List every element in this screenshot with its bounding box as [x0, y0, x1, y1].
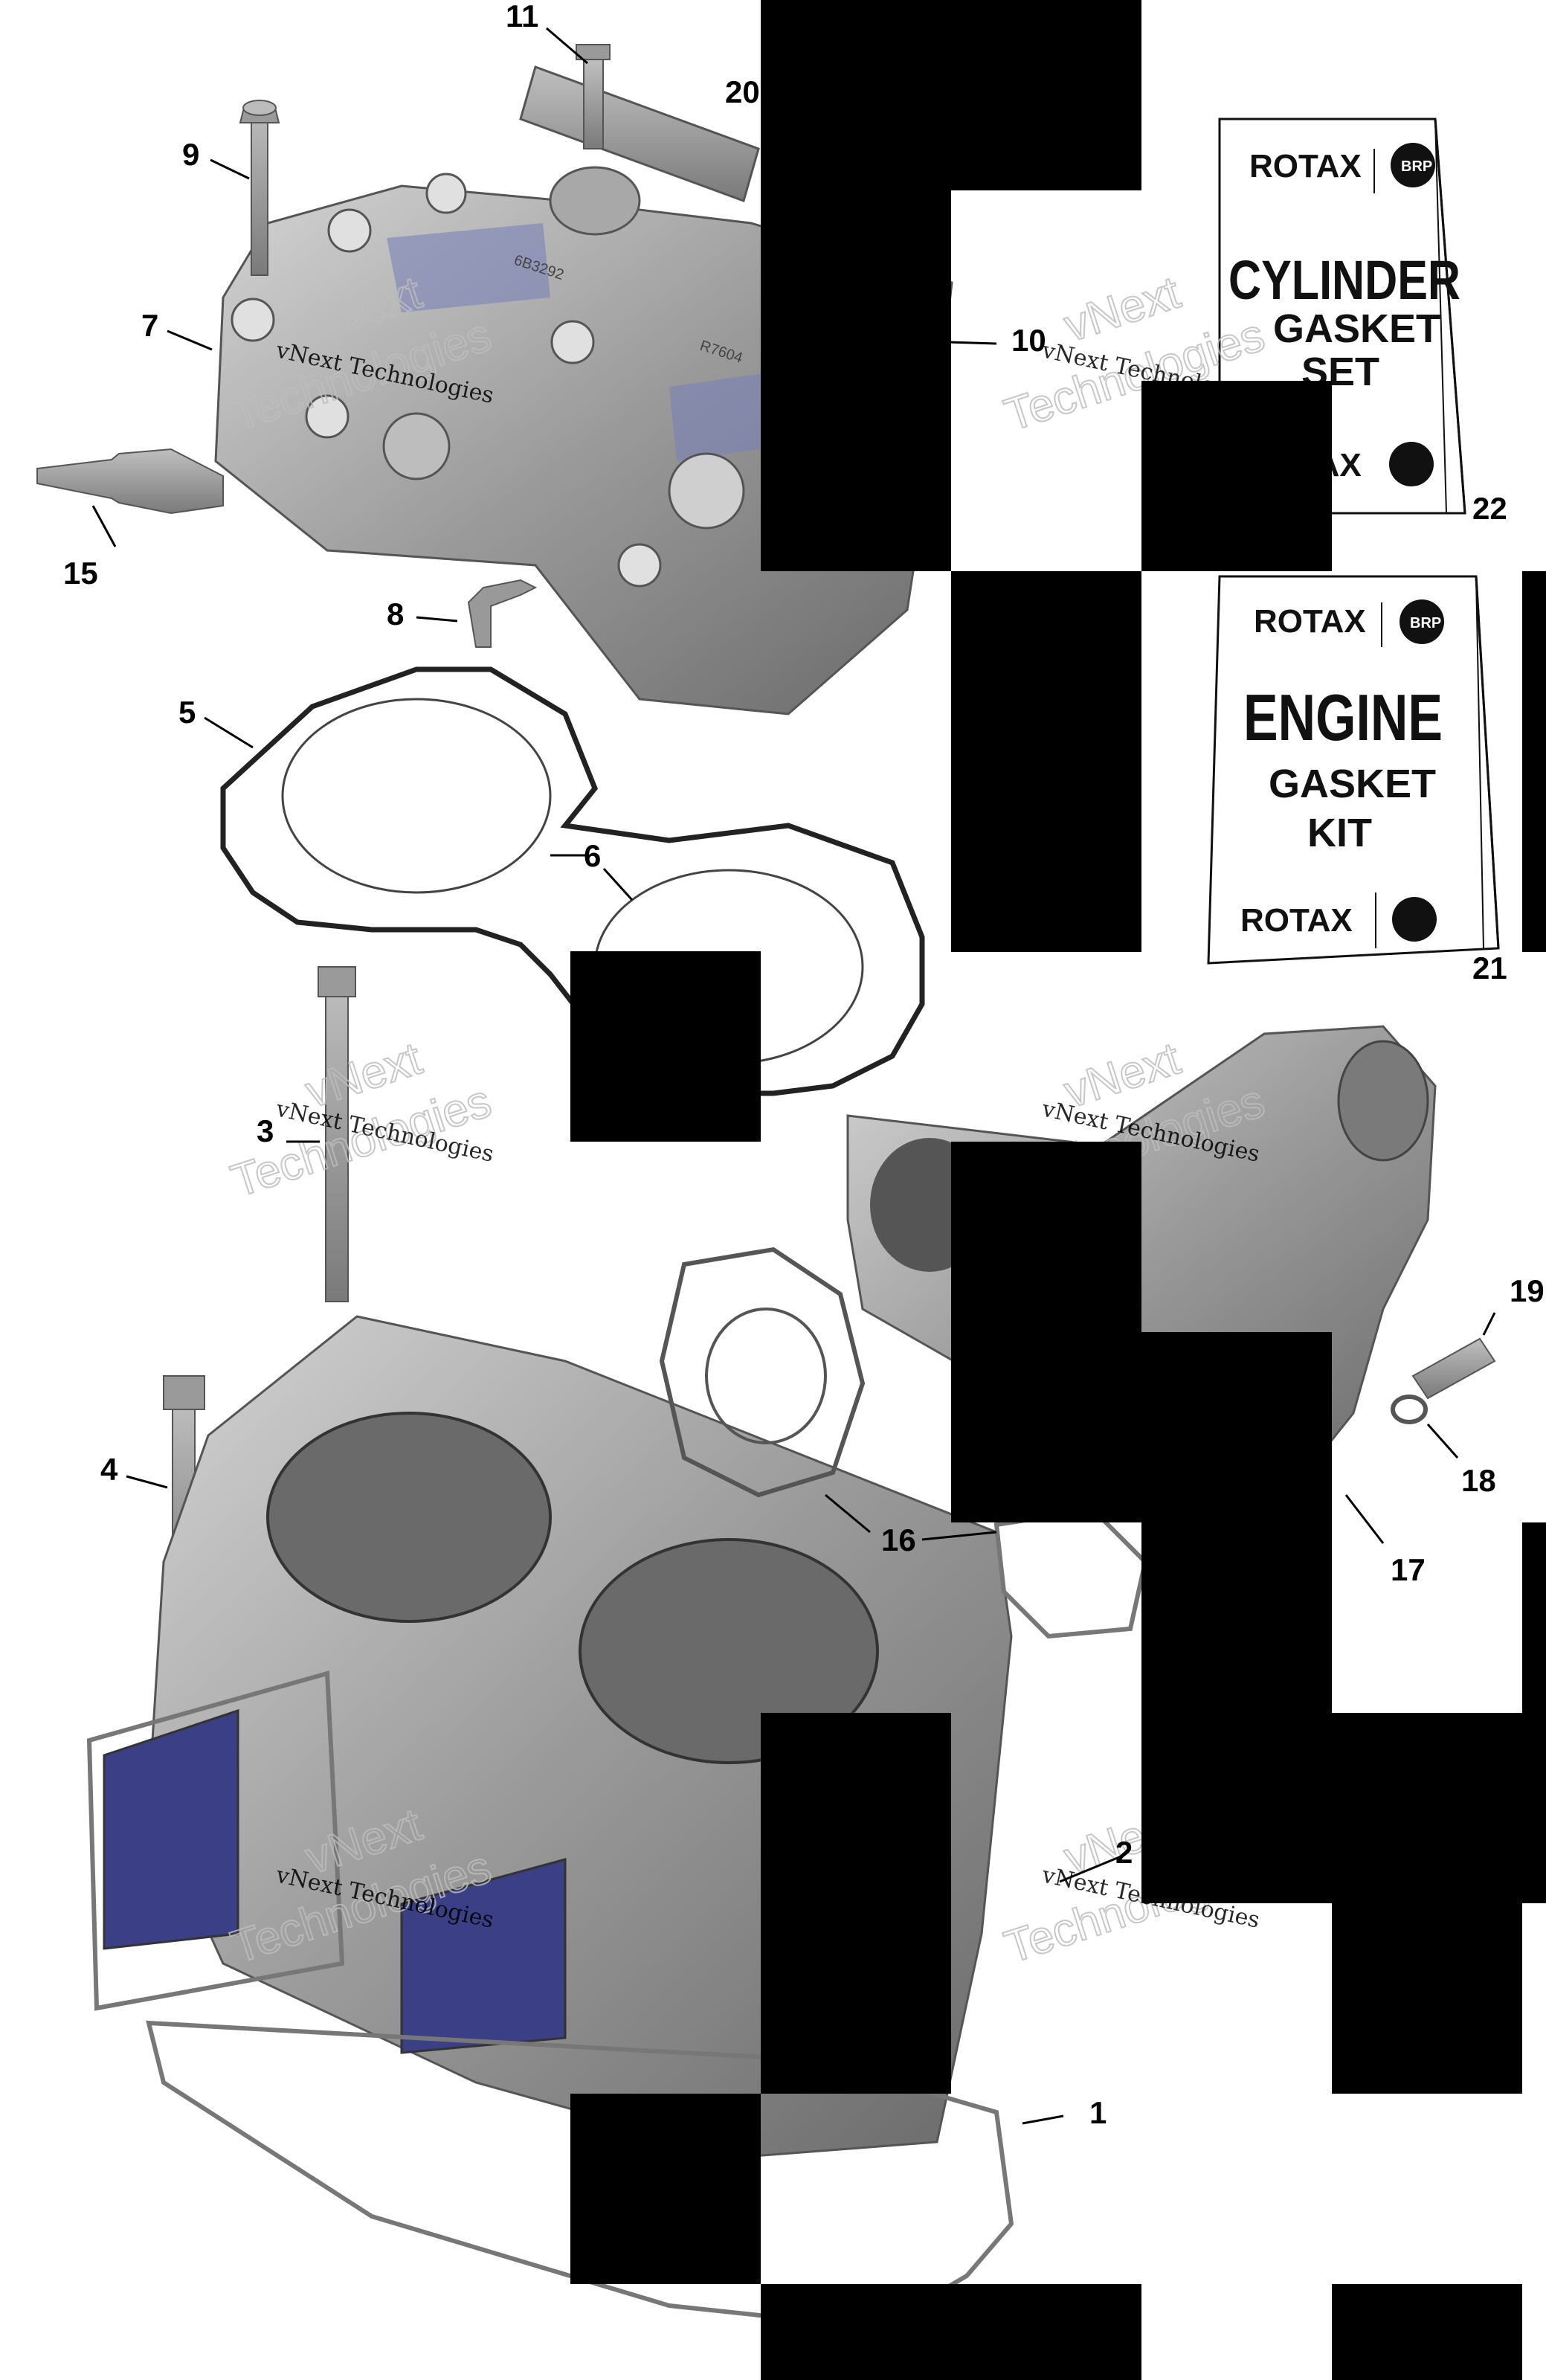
redaction-block [1141, 1332, 1332, 1522]
callout-19: 19 [1510, 1273, 1545, 1308]
redaction-block [1332, 1903, 1522, 2094]
redaction-block [1141, 381, 1332, 571]
brp-logo-icon [1400, 599, 1444, 644]
brp-logo-icon [1392, 897, 1437, 942]
engine-kit-brand: ROTAX [1254, 603, 1366, 640]
head-bolt-9 [239, 100, 280, 276]
redaction-block [1522, 571, 1546, 952]
callout-2: 2 [1115, 1835, 1133, 1870]
callout-6: 6 [584, 838, 601, 873]
cylinder-bolt-3 [318, 966, 356, 1302]
spark-plug-15 [36, 448, 224, 515]
exhaust-gasket-16b [993, 1507, 1148, 1639]
callout-20: 20 [725, 74, 760, 109]
callouts: 11 20 9 7 10 15 22 8 5 6 21 3 19 4 18 16… [63, 0, 1545, 2130]
screw-11 [576, 44, 611, 149]
redaction-block [761, 190, 951, 571]
brp-logo-icon [1389, 442, 1434, 486]
engine-kit-brand-bottom: ROTAX [1240, 902, 1353, 939]
leader-lines [91, 27, 1496, 2125]
callout-17: 17 [1391, 1552, 1426, 1587]
redaction-block [1522, 1522, 1546, 1713]
redaction-block [570, 951, 761, 1142]
redaction-block [951, 571, 1141, 952]
callout-5: 5 [178, 695, 196, 730]
redaction-block [761, 0, 1141, 190]
head-gasket-5 [220, 666, 925, 1096]
callout-3: 3 [257, 1113, 274, 1148]
callout-10: 10 [1011, 323, 1046, 358]
callout-8: 8 [387, 596, 404, 631]
redaction-block [570, 2094, 761, 2284]
callout-4: 4 [100, 1452, 118, 1487]
cylinder-kit-title-2: GASKET [1273, 306, 1440, 351]
cylinder-kit-brand: ROTAX [1249, 148, 1362, 184]
callout-22: 22 [1472, 491, 1507, 526]
thermostat-cover [519, 65, 760, 236]
exhaust-gasket-16 [659, 1247, 866, 1498]
redaction-blocks [570, 0, 1546, 2380]
callout-9: 9 [182, 137, 199, 172]
redaction-block [1141, 1522, 1332, 1903]
callout-1: 1 [1089, 2095, 1107, 2130]
o-ring-6a [281, 698, 552, 894]
callout-16: 16 [881, 1522, 916, 1557]
callout-18: 18 [1461, 1463, 1496, 1498]
callout-21: 21 [1472, 951, 1507, 985]
brp-logo-icon [1391, 143, 1435, 187]
engine-kit-title-2: GASKET [1269, 762, 1436, 806]
cylinder-kit-logo: BRP [1401, 158, 1432, 175]
engine-gasket-kit-box: ROTAX BRP ENGINE GASKET KIT ROTAX [1207, 575, 1500, 965]
cylinder-kit-title-1: CYLINDER [1228, 249, 1460, 311]
engine-kit-title-1: ENGINE [1243, 681, 1443, 754]
washer-18 [1391, 1395, 1428, 1424]
redaction-block [761, 1713, 951, 2094]
hose-fitting-8 [467, 579, 538, 648]
callout-15: 15 [63, 556, 98, 591]
bolt-19 [1411, 1337, 1496, 1400]
redaction-block [951, 1142, 1141, 1522]
redaction-block [761, 2284, 1141, 2380]
redaction-block [1332, 2284, 1522, 2380]
callout-11: 11 [506, 0, 538, 33]
engine-kit-logo: BRP [1410, 615, 1441, 631]
redaction-block [1332, 1713, 1546, 1903]
engine-kit-title-3: KIT [1307, 811, 1372, 855]
callout-7: 7 [141, 308, 158, 343]
